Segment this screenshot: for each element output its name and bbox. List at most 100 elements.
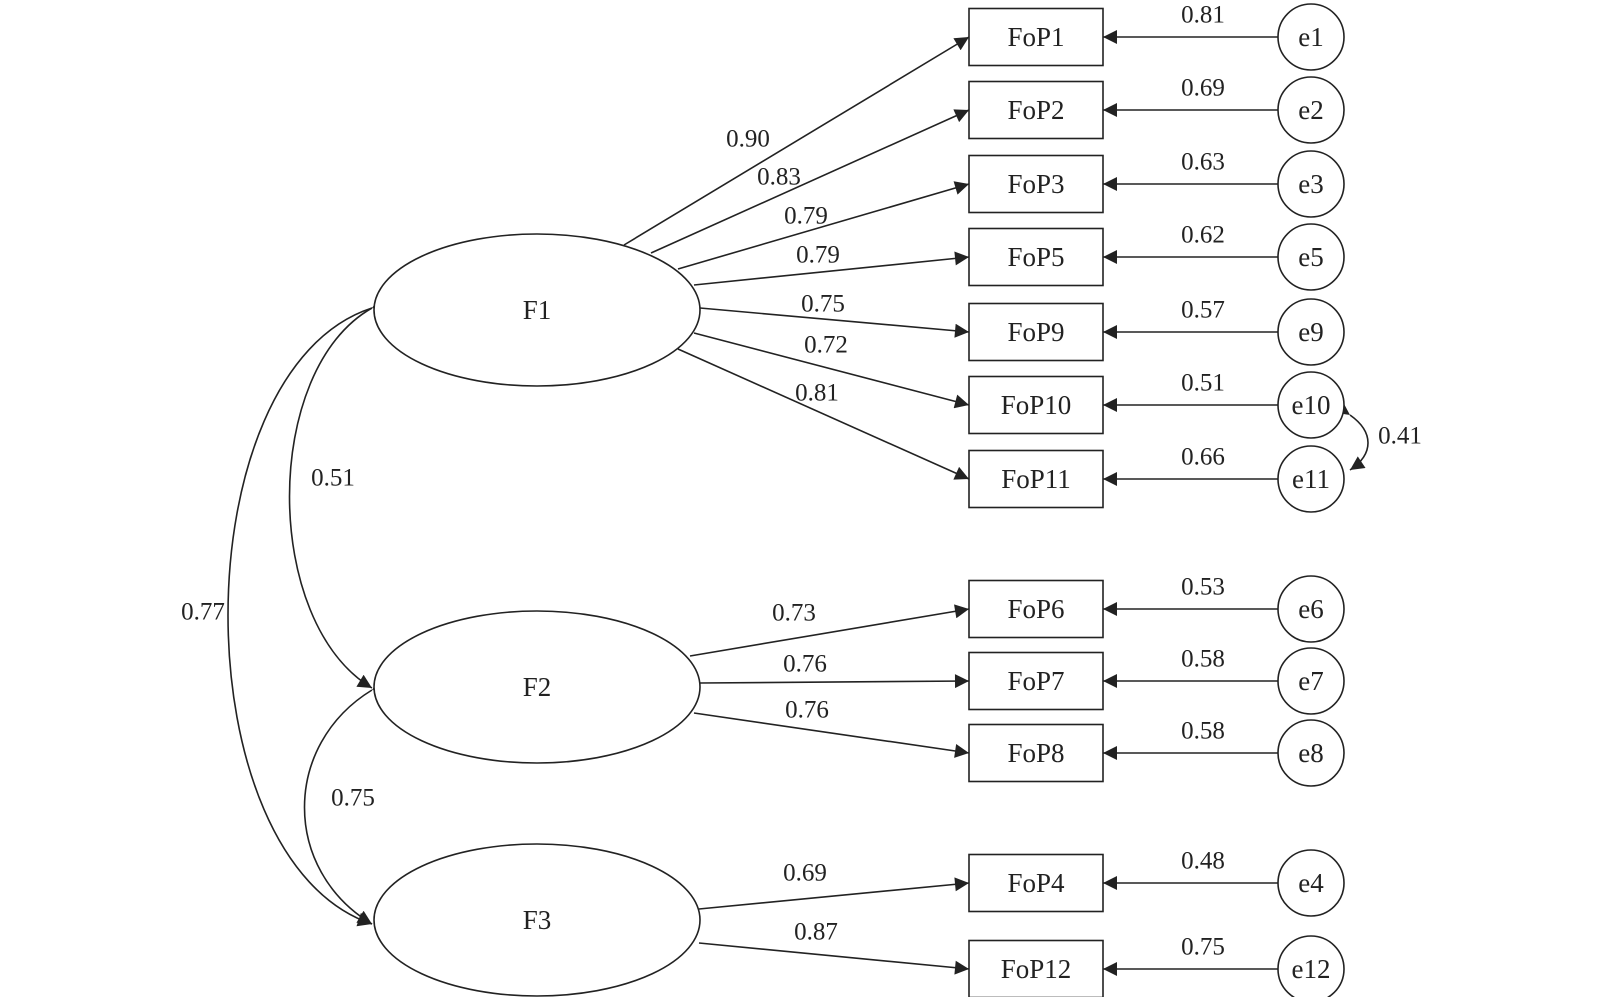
error-coef-label-e2: 0.69 xyxy=(1181,75,1225,102)
error-coef-label-e7: 0.58 xyxy=(1181,646,1225,673)
loading-arrow-fop9 xyxy=(699,307,970,338)
indicator-fop9-box xyxy=(968,302,1104,362)
loading-arrow-fop11 xyxy=(677,348,970,480)
error-e7-circle xyxy=(1277,647,1345,715)
paths-layer xyxy=(227,30,1369,976)
indicator-fop8-label: FoP8 xyxy=(1007,738,1064,768)
error-coef-label-e9: 0.57 xyxy=(1181,297,1225,324)
factor-f1-ellipse xyxy=(373,233,701,387)
error-coef-label-e1: 0.81 xyxy=(1181,2,1225,29)
error-e7-label: e7 xyxy=(1298,666,1323,696)
loading-label-fop9: 0.75 xyxy=(801,291,845,318)
loading-label-fop10: 0.72 xyxy=(804,332,848,359)
indicator-fop3-label: FoP3 xyxy=(1007,169,1064,199)
indicator-fop10-box xyxy=(968,375,1104,435)
correlation-arc-f2-f3 xyxy=(303,676,388,925)
loading-label-fop3: 0.79 xyxy=(784,203,828,230)
indicator-fop7-box xyxy=(968,651,1104,711)
loading-label-fop1: 0.90 xyxy=(726,126,770,153)
correlation-arc-f1-f3 xyxy=(227,297,388,927)
loading-arrow-fop7 xyxy=(699,674,970,689)
indicator-fop5-box xyxy=(968,227,1104,287)
indicator-fop8-box xyxy=(968,723,1104,783)
loading-arrow-fop4 xyxy=(698,877,970,910)
error-e6-circle xyxy=(1277,575,1345,643)
loading-label-fop2: 0.83 xyxy=(757,164,801,191)
error-e12-circle xyxy=(1277,935,1345,997)
indicator-fop1-label: FoP1 xyxy=(1007,22,1064,52)
loading-label-fop11: 0.81 xyxy=(795,380,839,407)
indicator-fop10-label: FoP10 xyxy=(1001,390,1072,420)
indicator-fop9-label: FoP9 xyxy=(1007,317,1064,347)
error-coef-label-e12: 0.75 xyxy=(1181,934,1225,961)
error-coef-label-e5: 0.62 xyxy=(1181,222,1225,249)
loading-label-fop6: 0.73 xyxy=(772,600,816,627)
error-e1-circle xyxy=(1277,3,1345,71)
loading-arrow-fop12 xyxy=(698,942,970,975)
error-e6-label: e6 xyxy=(1298,594,1323,624)
coefficients-layer: F1F2F3FoP10.90e10.81FoP20.83e20.69FoP30.… xyxy=(181,2,1422,985)
loading-arrow-fop3 xyxy=(677,181,970,270)
error-e2-label: e2 xyxy=(1298,95,1323,125)
error-e4-label: e4 xyxy=(1298,868,1324,898)
indicator-fop7-label: FoP7 xyxy=(1007,666,1064,696)
loading-arrow-fop2 xyxy=(650,109,970,254)
indicator-fop12-label: FoP12 xyxy=(1001,954,1072,984)
loading-arrow-fop5 xyxy=(693,251,970,286)
loading-label-fop5: 0.79 xyxy=(796,242,840,269)
error-e1-label: e1 xyxy=(1298,22,1323,52)
loading-label-fop8: 0.76 xyxy=(785,697,829,724)
loading-arrow-fop1 xyxy=(623,36,970,246)
factor-f3-label: F3 xyxy=(523,905,552,935)
indicator-fop1-box xyxy=(968,7,1104,67)
correlation-label-f1-f3: 0.77 xyxy=(181,599,225,626)
error-e3-circle xyxy=(1277,150,1345,218)
error-e12-label: e12 xyxy=(1292,954,1331,984)
error-e3-label: e3 xyxy=(1298,169,1323,199)
indicator-fop2-box xyxy=(968,80,1104,140)
error-coef-label-e11: 0.66 xyxy=(1181,444,1225,471)
indicator-fop2-label: FoP2 xyxy=(1007,95,1064,125)
indicator-fop6-label: FoP6 xyxy=(1007,594,1064,624)
error-e2-circle xyxy=(1277,76,1345,144)
error-coef-label-e10: 0.51 xyxy=(1181,370,1225,397)
error-e9-circle xyxy=(1277,298,1345,366)
error-coef-label-e8: 0.58 xyxy=(1181,718,1225,745)
loading-arrow-fop8 xyxy=(693,712,970,758)
error-e10-label: e10 xyxy=(1292,390,1331,420)
error-e11-label: e11 xyxy=(1292,464,1330,494)
covariance-arc-e10-e11 xyxy=(1334,401,1369,471)
indicator-fop12-box xyxy=(968,939,1104,997)
covariance-label-e10-e11: 0.41 xyxy=(1378,423,1422,450)
error-coef-label-e3: 0.63 xyxy=(1181,149,1225,176)
indicator-fop5-label: FoP5 xyxy=(1007,242,1064,272)
error-coef-label-e4: 0.48 xyxy=(1181,848,1225,875)
error-e9-label: e9 xyxy=(1298,317,1323,347)
loading-label-fop12: 0.87 xyxy=(794,919,838,946)
indicator-fop4-label: FoP4 xyxy=(1007,868,1065,898)
factor-f2-ellipse xyxy=(373,610,701,764)
loading-arrow-fop10 xyxy=(693,332,970,409)
error-e4-circle xyxy=(1277,849,1345,917)
error-coef-label-e6: 0.53 xyxy=(1181,574,1225,601)
factor-f2-label: F2 xyxy=(523,672,552,702)
factor-f3-ellipse xyxy=(373,843,701,997)
error-e5-label: e5 xyxy=(1298,242,1323,272)
factor-f1-label: F1 xyxy=(523,295,552,325)
indicator-fop11-box xyxy=(968,449,1104,509)
nodes-layer xyxy=(373,3,1345,997)
error-e8-circle xyxy=(1277,719,1345,787)
loading-label-fop4: 0.69 xyxy=(783,860,827,887)
loading-label-fop7: 0.76 xyxy=(783,651,827,678)
error-e11-circle xyxy=(1277,445,1345,513)
correlation-label-f1-f2: 0.51 xyxy=(311,465,355,492)
indicator-fop11-label: FoP11 xyxy=(1001,464,1071,494)
indicator-fop6-box xyxy=(968,579,1104,639)
loading-arrow-fop6 xyxy=(689,604,970,657)
error-e10-circle xyxy=(1277,371,1345,439)
correlation-arc-f1-f2 xyxy=(288,295,388,689)
error-e5-circle xyxy=(1277,223,1345,291)
correlation-label-f2-f3: 0.75 xyxy=(331,785,375,812)
indicator-fop4-box xyxy=(968,853,1104,913)
